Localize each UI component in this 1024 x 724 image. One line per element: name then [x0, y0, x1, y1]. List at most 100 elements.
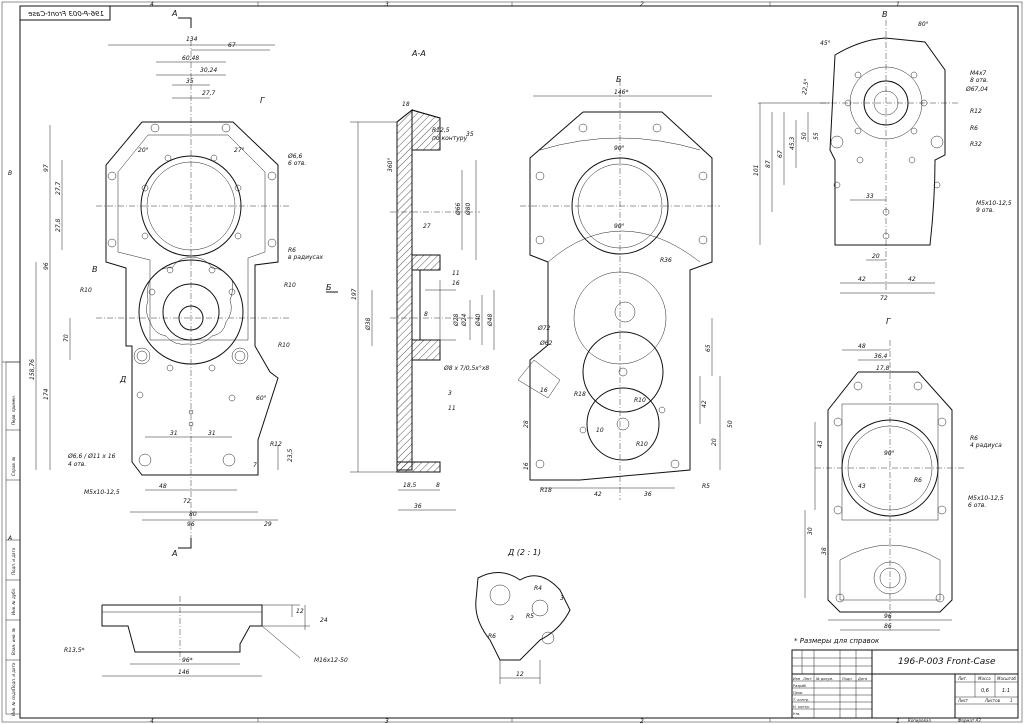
aa-note-contour: по контуру — [432, 135, 468, 142]
vb-dim-20: 20 — [711, 438, 718, 446]
stamp-inv-dubl: Инв. № дубл. — [11, 588, 16, 615]
dim-27-7-left: 27,7 — [55, 181, 62, 195]
tb-header-izm: Изм — [793, 677, 800, 681]
tb-sheets-value: 1 — [1010, 698, 1013, 703]
section-aa-view — [350, 108, 495, 511]
vg-dim-96: 96 — [884, 613, 892, 620]
flange-note-m16: M16x12-50 — [314, 657, 348, 664]
vv-angle-80: 80° — [918, 21, 929, 28]
dim-174: 174 — [43, 388, 50, 400]
note-in-radii: в радиусах — [288, 254, 324, 261]
zone-ticks — [2, 2, 771, 722]
arrow-label-b: Б — [326, 283, 332, 292]
section-aa-title: А-А — [411, 49, 426, 58]
vb-dim-16-a: 16 — [540, 387, 548, 394]
note-d6-6: Ø6,6 — [287, 153, 302, 160]
vb-angle-90-top: 90° — [614, 145, 625, 152]
angle-27: 27° — [234, 147, 245, 154]
vb-dim-r10-a: R10 — [634, 397, 646, 404]
inner-frame — [19, 5, 1019, 719]
vg-dim-48: 48 — [858, 343, 866, 350]
vv-dim-33: 33 — [866, 193, 874, 200]
view-v — [758, 20, 960, 294]
dim-48-main: 48 — [159, 483, 167, 490]
vg-dim-36-4: 36,4 — [874, 353, 888, 360]
dim-60-48: 60,48 — [182, 55, 199, 62]
stamp-podp-data-2: Подп. и дата — [11, 662, 16, 690]
dim-30-24: 30,24 — [200, 67, 217, 74]
dim-27-8: 27,8 — [55, 218, 62, 232]
aa-dim-11-top: 11 — [452, 270, 460, 277]
zone-number-2-bottom: 2 — [640, 718, 644, 724]
tb-header-date: Дата — [857, 677, 867, 681]
vv-note-m5: M5x10-12,5 — [976, 200, 1012, 207]
tb-mass-label: Масса — [978, 676, 991, 681]
zone-number-1: 1 — [896, 1, 900, 8]
vv-note-9-holes: 9 отв. — [976, 207, 994, 214]
vb-dim-42: 42 — [594, 491, 602, 498]
vv-note-r6: R6 — [970, 125, 978, 132]
stamp-inv-podl: Инв. № подл. — [11, 688, 16, 716]
zone-number-4: 4 — [150, 1, 154, 8]
dim-80-main: 80 — [189, 511, 197, 518]
vv-note-m4: M4x7 — [970, 70, 987, 77]
flange-dim-24: 24 — [320, 617, 328, 624]
vg-note-r6: R6 — [970, 435, 978, 442]
vv-dim-101: 101 — [753, 165, 760, 176]
vb-dim-r10-b: R10 — [636, 441, 648, 448]
tb-header-doc: № докум. — [815, 677, 833, 681]
vg-dim-43-top: 43 — [817, 440, 824, 448]
tb-lit-label: Лит. — [957, 676, 967, 681]
vv-dim-42-right: 42 — [908, 276, 916, 283]
aa-dim-d48: Ø48 — [487, 313, 494, 327]
aa-dim-d40: Ø40 — [475, 313, 482, 327]
vb-dim-r18: R18 — [574, 391, 586, 398]
aa-dim-360: 360° — [387, 158, 394, 172]
vv-note-r32: R32 — [970, 141, 982, 148]
tb-sheets-label: Листов — [984, 698, 1001, 703]
tb-sheet-label: Лист — [957, 698, 969, 703]
flange-view — [101, 596, 310, 677]
aa-dim-27: 27 — [423, 223, 431, 230]
vb-dim-28: 28 — [523, 420, 530, 428]
aa-dim-d38: Ø38 — [365, 317, 372, 331]
dim-72-main: 72 — [183, 498, 191, 505]
vv-angle-22-5: 22,5° — [801, 78, 811, 95]
dim-158-76: 158,76 — [29, 359, 36, 380]
tb-copied: Копировал — [908, 718, 931, 723]
zone-number-2: 2 — [640, 1, 644, 8]
flange-dim-146: 146 — [178, 669, 190, 676]
vg-note-m5: M5x10-12,5 — [968, 495, 1004, 502]
note-6-holes: 6 отв. — [288, 160, 306, 167]
aa-dim-d28: Ø28 — [453, 313, 460, 327]
flange-dim-96: 96* — [182, 657, 193, 664]
dim-7: 7 — [253, 462, 257, 469]
note-r10-lower: R10 — [278, 342, 290, 349]
mirrored-stamp-box — [19, 5, 111, 21]
vb-dim-r5: R5 — [702, 483, 710, 490]
vv-dim-20: 20 — [872, 253, 880, 260]
vg-dim-17-8: 17,8 — [876, 365, 890, 372]
arrow-label-d: Д — [119, 375, 126, 384]
view-g — [804, 340, 965, 631]
vb-dim-r18-b: R18 — [540, 487, 552, 494]
note-r10-left: R10 — [80, 287, 92, 294]
aa-dim-d66: Ø66 — [455, 202, 462, 216]
zone-letter-a: A — [7, 535, 12, 542]
note-r6: R6 — [288, 247, 296, 254]
note-r12: R12 — [270, 441, 282, 448]
title-block-code: 196-P-003 Front-Case — [898, 657, 996, 667]
vg-dim-r6: R6 — [914, 477, 922, 484]
dd-dim-12: 12 — [516, 671, 524, 678]
tb-format: Формат A3 — [958, 718, 981, 723]
note-r10-right: R10 — [284, 282, 296, 289]
aa-dim-8-bottom: 8 — [436, 482, 440, 489]
vb-dim-65: 65 — [705, 344, 712, 352]
title-block — [791, 649, 1019, 719]
flange-dim-r13-5: R13,5* — [64, 647, 85, 654]
vb-dim-42-v: 42 — [701, 400, 708, 408]
cut-mark-a-bottom: А — [171, 549, 177, 558]
vv-dim-67: 67 — [777, 150, 784, 158]
left-stamp-column — [5, 361, 21, 715]
